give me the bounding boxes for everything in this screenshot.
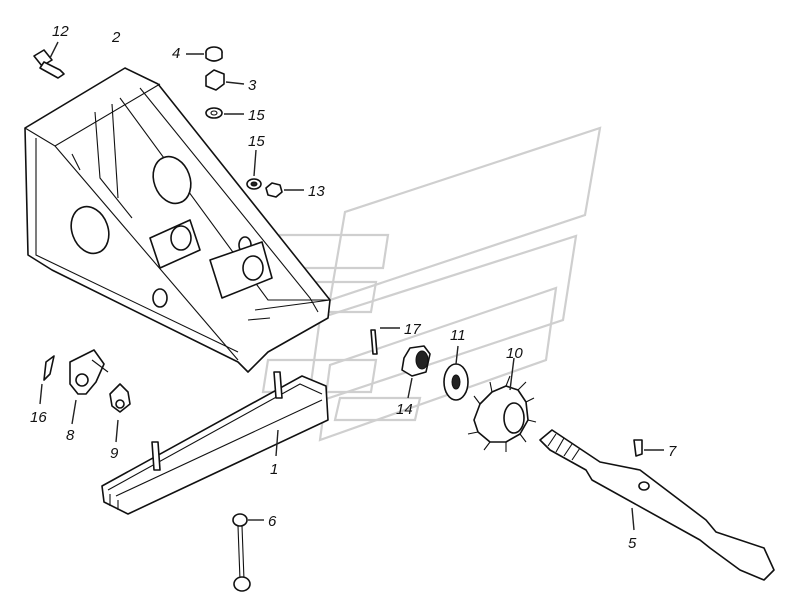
nut-part-13 <box>265 182 304 198</box>
pin-part-7 <box>633 439 664 457</box>
label-part-15: 15 <box>248 133 265 150</box>
clamp-part-8 <box>69 349 109 425</box>
label-part-16: 16 <box>30 409 47 426</box>
cap-part-4 <box>186 46 223 62</box>
gear-part-10 <box>467 357 537 452</box>
label-part-4: 4 <box>172 45 180 62</box>
label-part-11: 11 <box>450 327 466 344</box>
rod-part-6 <box>232 513 264 592</box>
label-part-7: 7 <box>668 443 677 460</box>
label-part-15-top: 15 <box>248 107 265 124</box>
shaft-part-5 <box>539 429 775 581</box>
label-part-12: 12 <box>52 23 69 40</box>
cotter-pin-part-16 <box>39 355 55 405</box>
label-part-8: 8 <box>66 427 75 444</box>
castle-nut-part-14 <box>401 345 431 399</box>
label-part-17: 17 <box>404 321 421 338</box>
cotter-pin-part-17 <box>370 327 400 355</box>
label-part-1: 1 <box>270 461 278 478</box>
washer-part-15 <box>246 149 262 190</box>
label-part-3: 3 <box>248 77 257 94</box>
washer-part-11 <box>443 345 469 401</box>
bracket-part-2 <box>24 67 331 373</box>
label-part-5: 5 <box>628 535 637 552</box>
channel-rail-part-1 <box>101 371 329 515</box>
label-part-2: 2 <box>111 29 121 46</box>
bolt-part-12 <box>33 41 65 79</box>
label-part-13: 13 <box>308 183 325 200</box>
label-part-6: 6 <box>268 513 277 530</box>
clip-part-9 <box>109 383 131 443</box>
label-part-10: 10 <box>506 345 523 362</box>
label-part-14: 14 <box>396 401 413 418</box>
nut-part-3 <box>205 69 245 91</box>
washer-part-15-top <box>205 107 244 119</box>
label-part-9: 9 <box>110 445 119 462</box>
